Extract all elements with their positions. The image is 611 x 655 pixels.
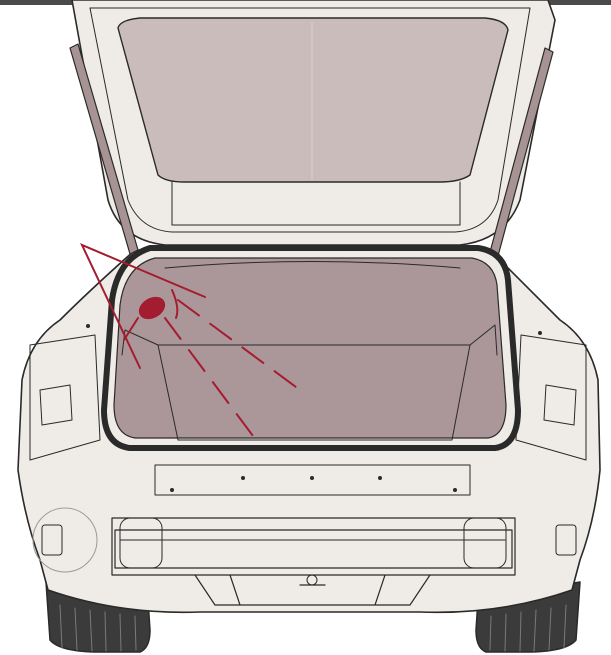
boot-interior: [114, 258, 506, 438]
rear-window: [118, 18, 508, 182]
